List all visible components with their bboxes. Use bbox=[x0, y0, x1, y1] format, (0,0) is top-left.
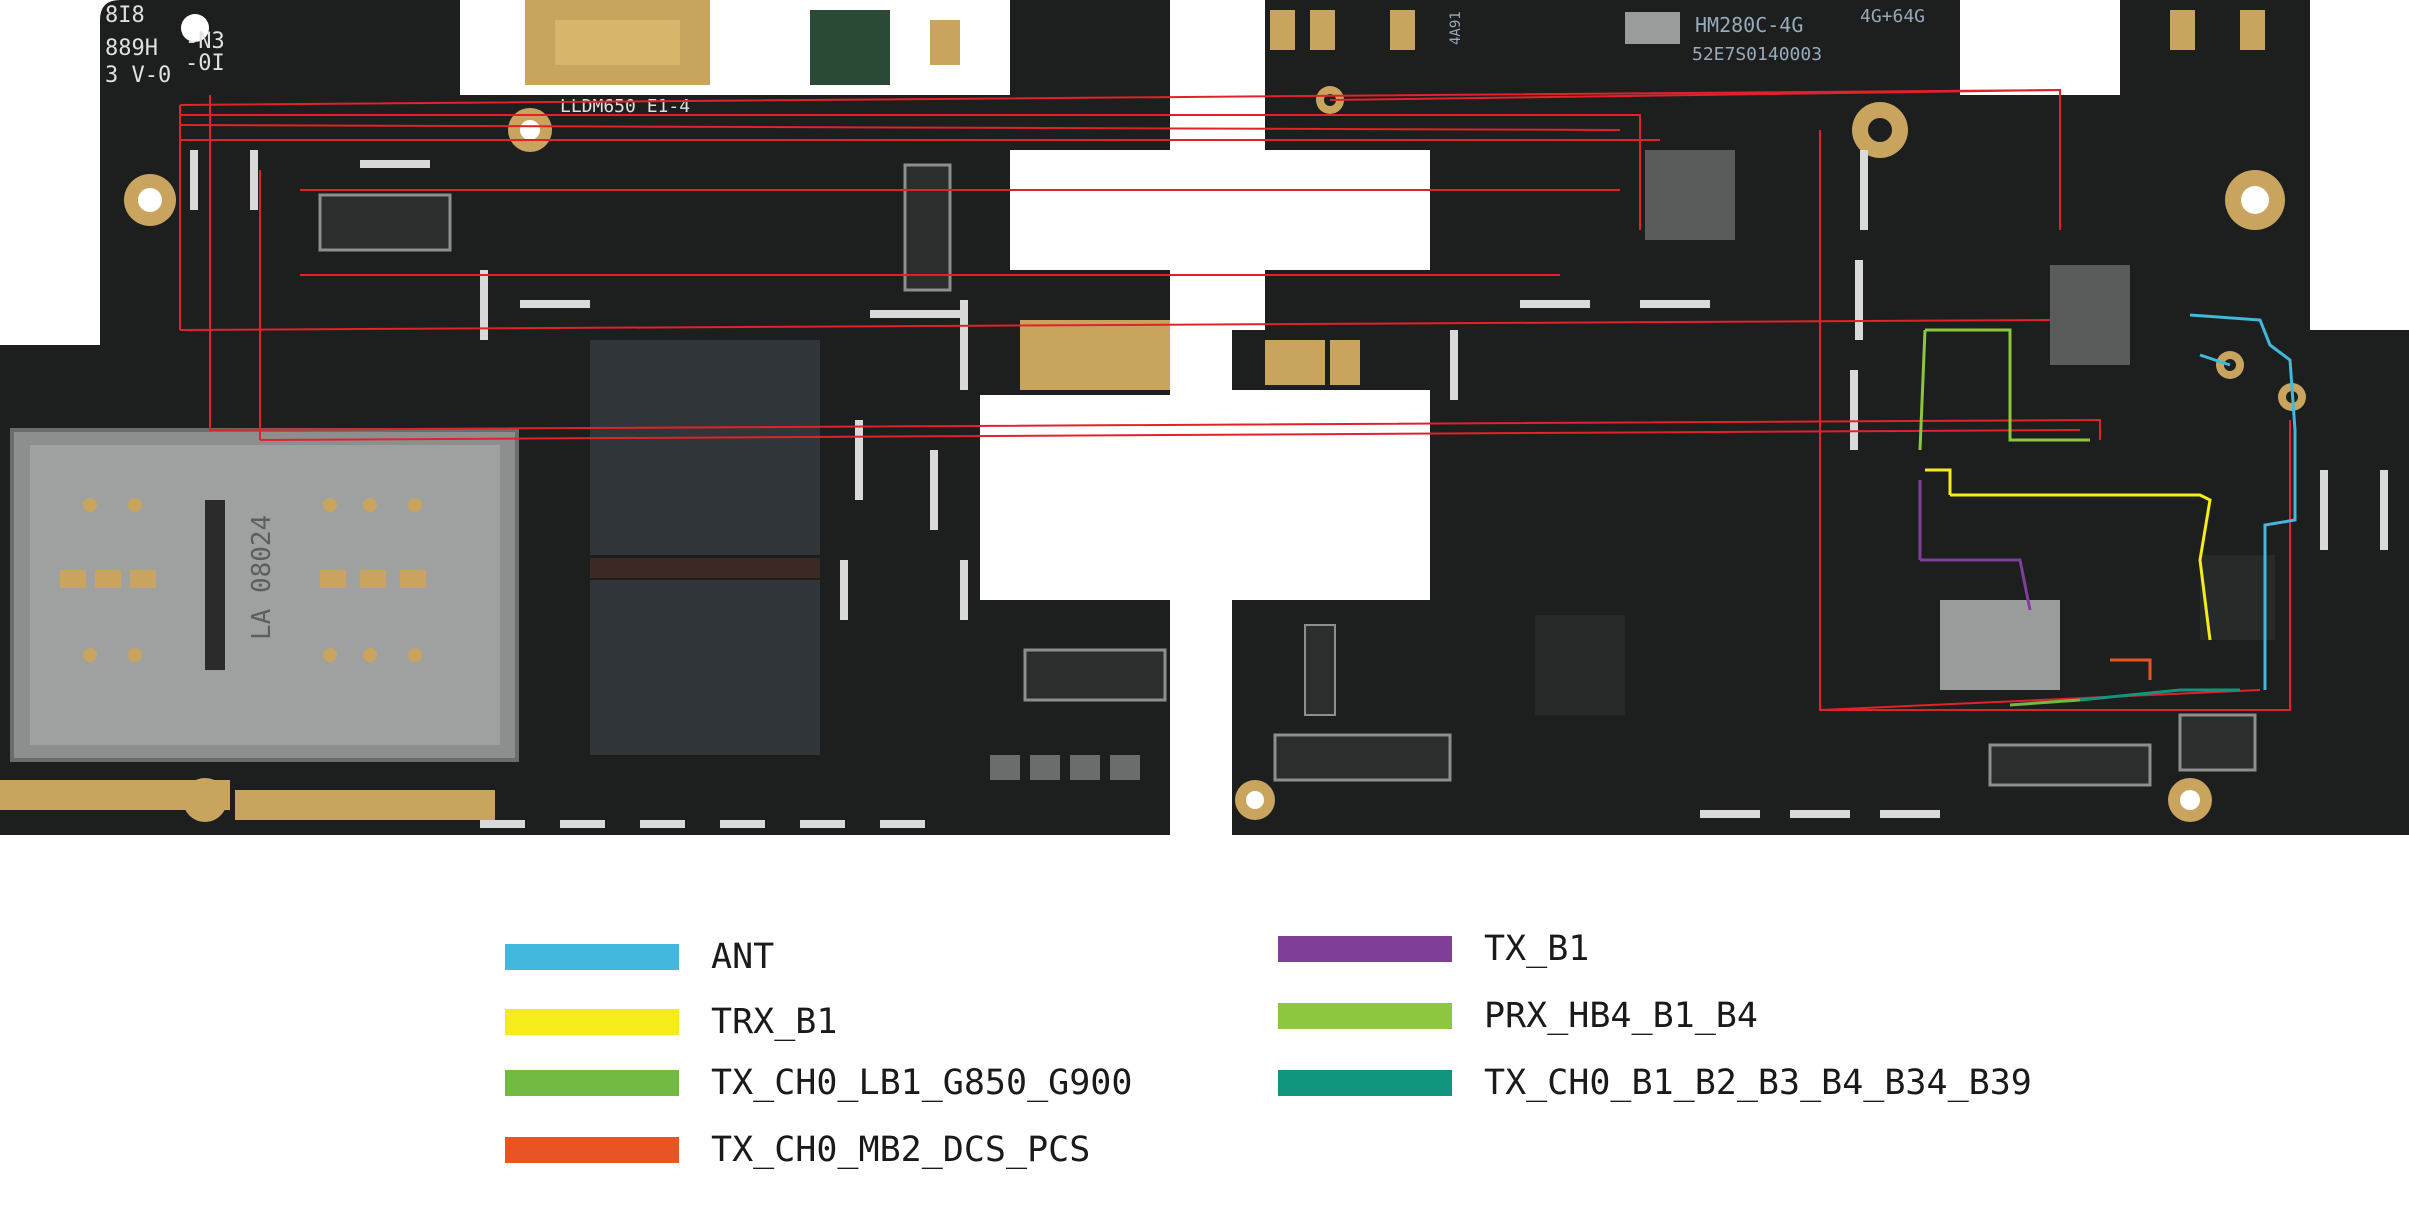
svg-text:889H: 889H bbox=[105, 36, 158, 61]
pcb-board-diagram: LA 08024 8I8 bbox=[0, 0, 2409, 835]
legend-label-trx-b1: TRX_B1 bbox=[711, 1002, 838, 1042]
highlight-traces bbox=[179, 88, 2291, 711]
legend-item-ant: ANT bbox=[505, 937, 774, 977]
legend-item-trx-b1: TRX_B1 bbox=[505, 1002, 837, 1042]
legend-label-tx-ch0-b1-b39: TX_CH0_B1_B2_B3_B4_B34_B39 bbox=[1484, 1063, 2032, 1103]
legend-label-prx-hb4: PRX_HB4_B1_B4 bbox=[1484, 996, 1758, 1036]
legend-swatch-ant bbox=[505, 944, 679, 970]
svg-text:HM280C-4G: HM280C-4G bbox=[1695, 13, 1803, 37]
svg-text:-N3: -N3 bbox=[185, 29, 225, 54]
legend-label-tx-ch0-mb2: TX_CH0_MB2_DCS_PCS bbox=[711, 1130, 1091, 1170]
colored-traces bbox=[1918, 313, 2297, 707]
left-board: LA 08024 8I8 bbox=[0, 0, 1170, 835]
legend-label-tx-b1: TX_B1 bbox=[1484, 929, 1590, 969]
svg-text:LA 08024: LA 08024 bbox=[247, 515, 277, 640]
legend-swatch-prx-hb4 bbox=[1278, 1003, 1452, 1029]
svg-text:8I8: 8I8 bbox=[105, 3, 145, 28]
legend-swatch-trx-b1 bbox=[505, 1009, 679, 1035]
legend-item-tx-ch0-mb2: TX_CH0_MB2_DCS_PCS bbox=[505, 1130, 1090, 1170]
legend-item-tx-b1: TX_B1 bbox=[1278, 929, 1589, 969]
legend-item-prx-hb4: PRX_HB4_B1_B4 bbox=[1278, 996, 1758, 1036]
legend-label-tx-ch0-lb1: TX_CH0_LB1_G850_G900 bbox=[711, 1063, 1133, 1103]
svg-text:4G+64G: 4G+64G bbox=[1860, 6, 1925, 27]
legend-label-ant: ANT bbox=[711, 937, 775, 977]
svg-text:LLDM650 E1-4: LLDM650 E1-4 bbox=[560, 96, 690, 117]
legend-item-tx-ch0-lb1: TX_CH0_LB1_G850_G900 bbox=[505, 1063, 1132, 1103]
svg-text:-0I: -0I bbox=[185, 51, 225, 76]
svg-text:3 V-0: 3 V-0 bbox=[105, 63, 171, 88]
svg-text:4A91: 4A91 bbox=[1448, 11, 1464, 45]
legend-swatch-tx-b1 bbox=[1278, 936, 1452, 962]
svg-text:52E7S0140003: 52E7S0140003 bbox=[1692, 44, 1822, 65]
legend-swatch-tx-ch0-mb2 bbox=[505, 1137, 679, 1163]
legend-swatch-tx-ch0-b1-b39 bbox=[1278, 1070, 1452, 1096]
legend-swatch-tx-ch0-lb1 bbox=[505, 1070, 679, 1096]
legend-item-tx-ch0-b1-b39: TX_CH0_B1_B2_B3_B4_B34_B39 bbox=[1278, 1063, 2032, 1103]
